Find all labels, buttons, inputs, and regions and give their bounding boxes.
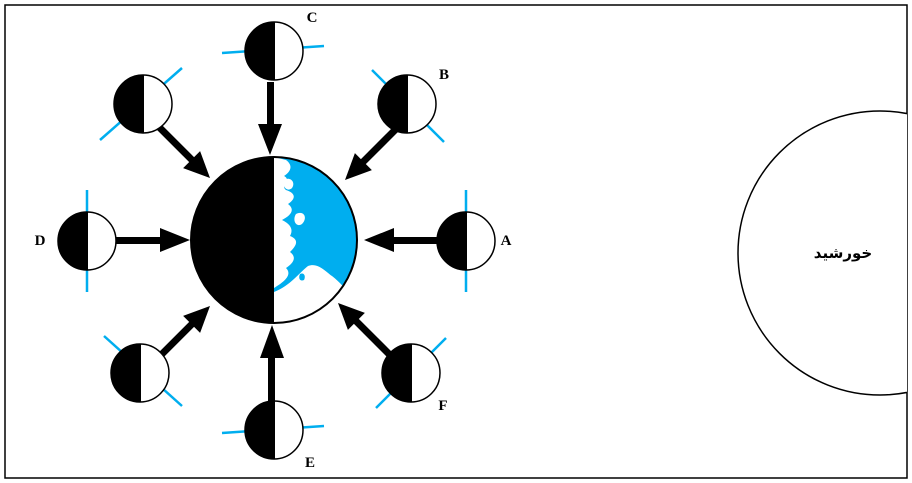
label-f: F (438, 398, 447, 414)
arrow-d (116, 228, 190, 252)
label-d: D (35, 233, 46, 249)
arrow-a (364, 228, 437, 252)
moon-bottom-left (103, 335, 183, 407)
moon-c (221, 21, 325, 81)
label-b: B (439, 67, 449, 83)
moon-top-left (99, 67, 183, 141)
moon-e (221, 400, 325, 460)
moon-d (57, 190, 117, 292)
land-island-1 (283, 178, 294, 190)
moon-f (375, 337, 447, 409)
arrow-f (338, 303, 399, 364)
arrow-c (258, 82, 282, 155)
label-c: C (307, 10, 318, 26)
sun-circle (737, 110, 907, 396)
lake (299, 273, 305, 281)
moon-b (371, 69, 445, 143)
arrow-e (260, 325, 284, 402)
earth-outline (190, 156, 358, 324)
arrow-b (345, 119, 406, 180)
arrow-top-left (150, 118, 210, 178)
sun-label: خورشید (814, 244, 872, 262)
moon-a (436, 190, 496, 292)
earth-night-side (191, 157, 274, 323)
label-e: E (305, 455, 315, 471)
land-strip (274, 157, 297, 288)
earth (190, 156, 358, 324)
label-a: A (501, 233, 512, 249)
land-island-2 (294, 212, 305, 226)
